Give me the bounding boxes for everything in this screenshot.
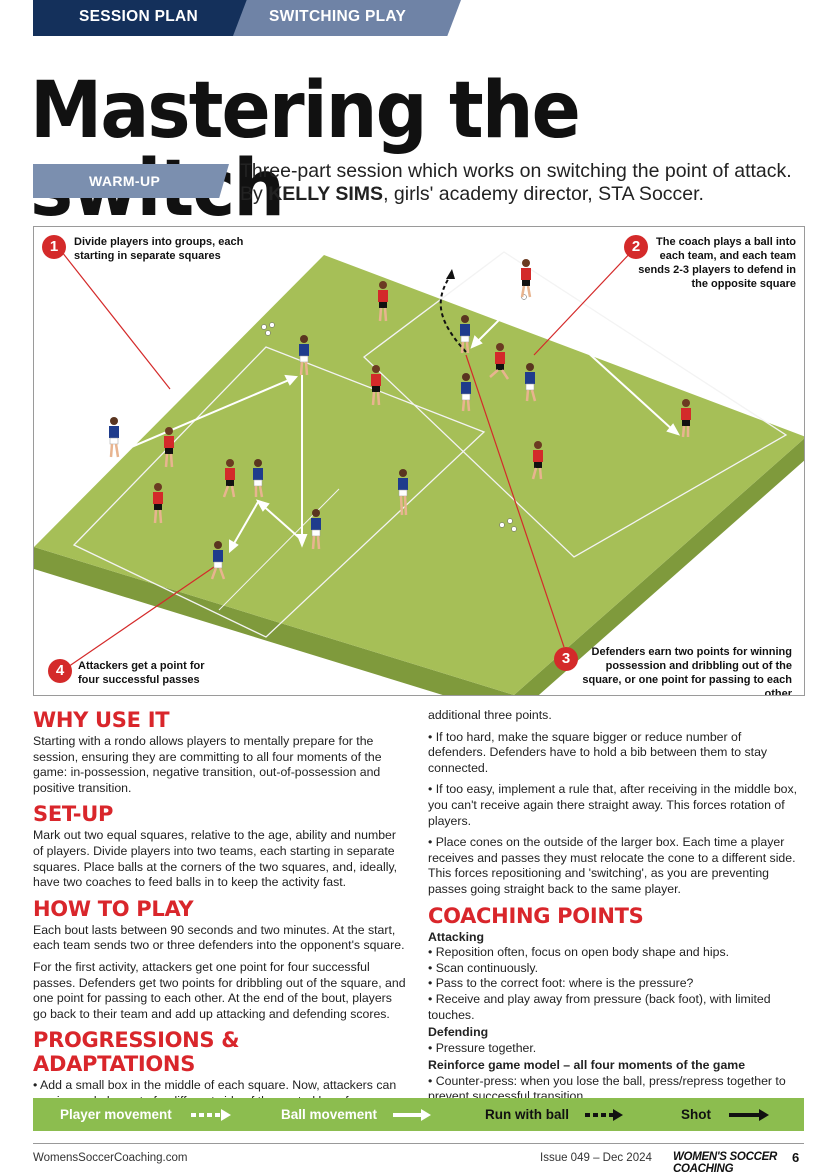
intro-text: Three-part session which works on switch… — [240, 160, 810, 206]
attacking-label: Attacking — [428, 929, 485, 944]
progressions-paragraph-4: • Place cones on the outside of the larg… — [428, 835, 796, 896]
callout-lines — [57, 246, 635, 672]
section-label-banner: WARM-UP — [33, 164, 229, 198]
left-square — [72, 346, 486, 638]
ball-movement-icon — [393, 1109, 431, 1121]
callout-3-text: Defenders earn two points for winning po… — [582, 646, 792, 696]
page-number: 6 — [792, 1150, 800, 1165]
key-player-movement: Player movement — [60, 1107, 172, 1122]
intro-after: , girls' academy director, STA Soccer. — [383, 183, 704, 205]
section-label: WARM-UP — [89, 173, 161, 189]
attacking-point: • Pass to the correct foot: where is the… — [428, 976, 694, 991]
defending-label: Defending — [428, 1025, 489, 1040]
progressions-paragraph-2: • If too hard, make the square bigger or… — [428, 729, 768, 775]
progressions-heading: PROGRESSIONS & ADAPTATIONS — [33, 1028, 240, 1077]
reinforce-label: Reinforce game model – all four moments … — [428, 1058, 746, 1073]
callout-badge-1: 1 — [42, 235, 66, 259]
right-square — [362, 251, 788, 558]
attacking-point: • Receive and play away from pressure (b… — [428, 991, 771, 1022]
coaching-heading: COACHING POINTS — [428, 903, 644, 928]
callout-2-text: The coach plays a ball into each team, a… — [638, 236, 796, 290]
red-team-players — [153, 259, 691, 524]
run-with-ball-icon — [585, 1109, 623, 1121]
right-column: additional three points. • If too hard, … — [428, 708, 800, 1105]
footer-website: WomensSoccerCoaching.com — [33, 1152, 188, 1164]
footer-divider — [33, 1143, 804, 1144]
intro-before: Three-part session which works on switch… — [240, 160, 792, 205]
why-text: Starting with a rondo allows players to … — [33, 734, 382, 795]
player-run-path — [439, 272, 467, 353]
left-column: WHY USE IT Starting with a rondo allows … — [33, 708, 408, 1116]
tab-session-plan-label: SESSION PLAN — [79, 8, 199, 25]
callout-1-text: Divide players into groups, each startin… — [74, 236, 244, 262]
session-diagram: 1 Divide players into groups, each start… — [33, 226, 805, 696]
why-heading: WHY USE IT — [33, 708, 170, 732]
attacking-point: • Scan continuously. — [428, 960, 539, 975]
howto-paragraph-1: Each bout lasts between 90 seconds and t… — [33, 922, 405, 953]
setup-heading: SET-UP — [33, 802, 114, 827]
footer-brand-logo: WOMEN'S SOCCER COACHING — [673, 1151, 777, 1175]
tab-switching-play: SWITCHING PLAY — [233, 0, 461, 36]
setup-text: Mark out two equal squares, relative to … — [33, 828, 398, 890]
defending-point: • Pressure together. — [428, 1040, 537, 1055]
howto-paragraph-2: For the first activity, attackers get on… — [33, 959, 406, 1021]
intro-author: KELLY SIMS — [268, 183, 384, 205]
callout-badge-4: 4 — [48, 659, 72, 683]
player-movement-icon — [191, 1109, 231, 1121]
key-ball-movement: Ball movement — [281, 1107, 378, 1122]
footer-issue: Issue 049 – Dec 2024 — [540, 1152, 652, 1164]
ball-movement-arrows — [121, 296, 681, 554]
progressions-paragraph-1-cont: additional three points. — [428, 708, 552, 722]
key-shot: Shot — [681, 1107, 711, 1122]
callout-badge-2: 2 — [624, 235, 648, 259]
header-tabs: SESSION PLAN SWITCHING PLAY — [33, 0, 463, 36]
attacking-point: • Reposition often, focus on open body s… — [428, 945, 730, 960]
callout-4-text: Attackers get a point for four successfu… — [78, 660, 205, 686]
blue-team-players — [109, 315, 537, 580]
tab-switching-play-label: SWITCHING PLAY — [269, 8, 407, 25]
tab-session-plan: SESSION PLAN — [33, 0, 258, 36]
howto-heading: HOW TO PLAY — [33, 896, 194, 921]
pitch-illustration — [34, 246, 804, 695]
progressions-paragraph-3: • If too easy, implement a rule that, af… — [428, 782, 798, 828]
shot-icon — [729, 1109, 769, 1121]
diagram-key: Player movement Ball movement Run with b… — [33, 1098, 804, 1131]
key-run-with-ball: Run with ball — [485, 1107, 569, 1122]
pitch-surface — [34, 255, 804, 695]
callout-badge-3: 3 — [554, 647, 578, 671]
